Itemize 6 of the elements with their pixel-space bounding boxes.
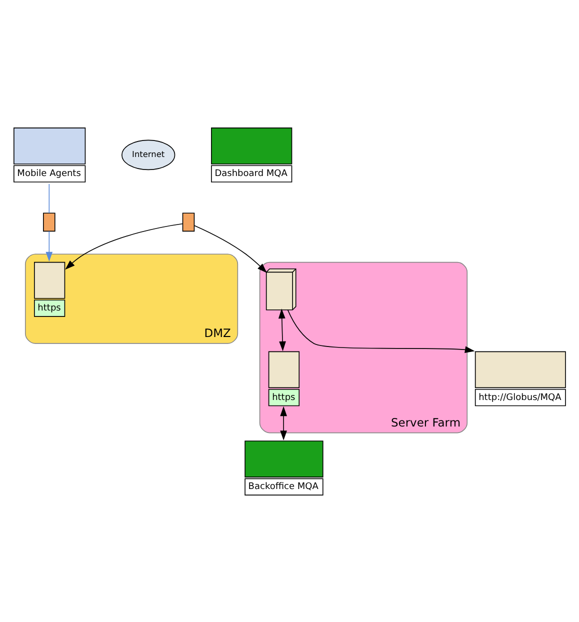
node-label: Dashboard MQA: [214, 168, 288, 179]
node-label: http://Globus/MQA: [478, 392, 562, 402]
node-label: Backoffice MQA: [248, 482, 318, 492]
node-label: Mobile Agents: [17, 168, 81, 179]
node-label: https: [38, 303, 61, 314]
node-label: https: [272, 392, 296, 402]
